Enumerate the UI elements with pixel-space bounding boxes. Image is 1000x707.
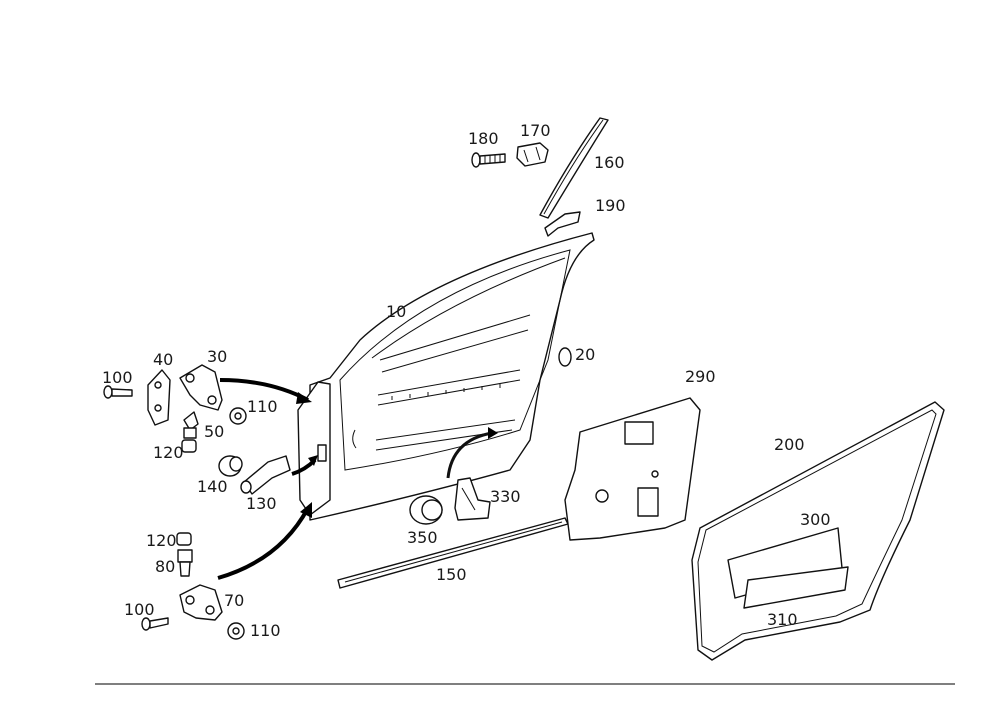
speaker-ring-part-350 <box>409 495 443 525</box>
callout-350: 350 <box>407 528 438 547</box>
screw-part-100-lower <box>141 617 169 631</box>
callout-330: 330 <box>490 487 521 506</box>
window-channel-part-160 <box>539 117 609 219</box>
clip-part-170 <box>516 142 549 167</box>
callout-300: 300 <box>800 510 831 529</box>
callout-310: 310 <box>767 610 798 629</box>
door-shell-part-10 <box>297 232 595 521</box>
callout-70: 70 <box>224 591 244 610</box>
plug-part-20 <box>558 347 572 367</box>
cap-part-120-upper <box>181 439 197 453</box>
callout-110-lower: 110 <box>250 621 281 640</box>
nut-part-110-lower <box>227 622 245 640</box>
callout-140: 140 <box>197 477 228 496</box>
callout-100-lower: 100 <box>124 600 155 619</box>
callout-120-upper: 120 <box>153 443 184 462</box>
bolt-part-50 <box>183 411 199 439</box>
callout-160: 160 <box>594 153 625 172</box>
callout-170: 170 <box>520 121 551 140</box>
callout-10: 10 <box>386 302 406 321</box>
upper-hinge-part-30 <box>179 364 223 411</box>
arrow-lower-hinge <box>217 502 312 580</box>
check-strap-part-130 <box>240 455 291 495</box>
nut-part-110-upper <box>229 407 247 425</box>
callout-50: 50 <box>204 422 224 441</box>
callout-290: 290 <box>685 367 716 386</box>
callout-40: 40 <box>153 350 173 369</box>
callout-20: 20 <box>575 345 595 364</box>
vapor-barrier-part-290 <box>564 397 701 541</box>
lower-hinge-part-70 <box>179 584 223 621</box>
callout-80: 80 <box>155 557 175 576</box>
screw-part-100-upper <box>103 385 133 399</box>
callout-100-upper: 100 <box>102 368 133 387</box>
callout-30: 30 <box>207 347 227 366</box>
arrow-check-strap <box>291 455 318 476</box>
callout-120-lower: 120 <box>146 531 177 550</box>
arrow-window-regulator <box>446 427 498 479</box>
callout-150: 150 <box>436 565 467 584</box>
callout-200: 200 <box>774 435 805 454</box>
screw-part-180 <box>471 152 506 168</box>
callout-110-upper: 110 <box>247 397 278 416</box>
callout-130: 130 <box>246 494 277 513</box>
bolt-part-80 <box>177 549 193 577</box>
regulator-bracket-part-330 <box>454 477 491 521</box>
arrow-upper-hinge <box>219 378 312 404</box>
bracket-part-190 <box>544 211 581 237</box>
grommet-part-140 <box>218 455 243 477</box>
hinge-plate-part-40 <box>147 369 171 426</box>
insulation-pad-part-310 <box>743 566 849 609</box>
callout-190: 190 <box>595 196 626 215</box>
door-seal-part-200 <box>691 401 945 661</box>
callout-180: 180 <box>468 129 499 148</box>
cap-part-120-lower <box>176 532 192 546</box>
